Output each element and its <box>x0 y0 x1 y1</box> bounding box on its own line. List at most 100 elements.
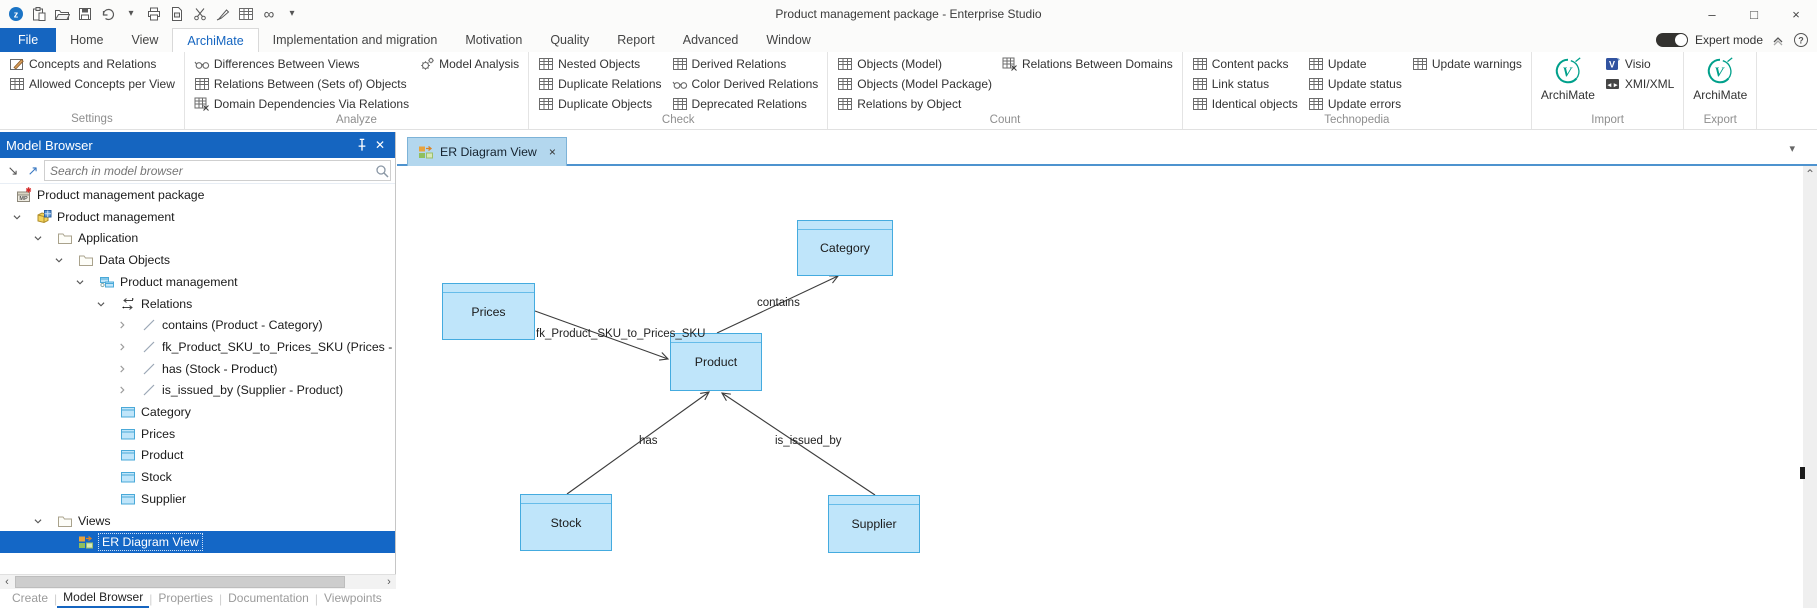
tree-item-stock[interactable]: Stock <box>0 466 395 488</box>
app-logo-button[interactable]: z <box>6 4 26 24</box>
update-button[interactable]: Update <box>1306 54 1404 74</box>
relations-between-domains-button[interactable]: Relations Between Domains <box>1000 54 1175 74</box>
ribbon-tab-advanced[interactable]: Advanced <box>682 33 739 47</box>
content-packs-button[interactable]: Content packs <box>1190 54 1300 74</box>
edge-contains[interactable] <box>716 275 840 334</box>
chevron-right-icon[interactable] <box>115 340 129 354</box>
tree-item-data-objects[interactable]: Data Objects <box>0 249 395 271</box>
vertical-scrollbar[interactable]: ⌃ <box>1800 166 1817 608</box>
entity-category[interactable]: Category <box>797 220 893 276</box>
derived-relations-button[interactable]: Derived Relations <box>670 54 821 74</box>
table-button[interactable] <box>236 4 256 24</box>
tree-item-product-management[interactable]: Product management <box>0 206 395 228</box>
maximize-button[interactable]: □ <box>1733 0 1775 28</box>
differences-between-views-button[interactable]: Differences Between Views <box>192 54 411 74</box>
tree-item-product[interactable]: Product <box>0 444 395 466</box>
panel-tab-documentation[interactable]: Documentation <box>228 591 309 605</box>
tree-item-product-management[interactable]: Product management <box>0 271 395 293</box>
document-tab[interactable]: ER Diagram View × <box>407 137 567 166</box>
ribbon-tab-archimate[interactable]: ArchiMate <box>172 28 259 52</box>
edge-is_issued_by[interactable] <box>720 392 876 496</box>
relations-by-object-button[interactable]: Relations by Object <box>835 94 994 114</box>
ribbon-tab-window[interactable]: Window <box>766 33 811 47</box>
chevron-right-icon[interactable] <box>115 362 129 376</box>
chevron-right-icon[interactable] <box>115 383 129 397</box>
tree-item-er-diagram-view[interactable]: ER Diagram View <box>0 531 395 553</box>
edge-fk[interactable] <box>534 310 670 361</box>
update-warnings-button[interactable]: Update warnings <box>1410 54 1524 74</box>
format-painter-button[interactable] <box>213 4 233 24</box>
infinity-button[interactable]: ∞ <box>259 4 279 24</box>
tree-item-product-management-package[interactable]: MP✱Product management package <box>0 184 395 206</box>
close-panel-icon[interactable]: ✕ <box>374 138 386 152</box>
tree-item-prices[interactable]: Prices <box>0 423 395 445</box>
edge-has[interactable] <box>566 391 710 495</box>
chevron-down-icon[interactable] <box>52 253 66 267</box>
close-tab-icon[interactable]: × <box>548 145 556 159</box>
tree-item-supplier[interactable]: Supplier <box>0 488 395 510</box>
print-button[interactable] <box>144 4 164 24</box>
pin-icon[interactable] <box>353 136 371 154</box>
tree-item-contains-product-category-[interactable]: contains (Product - Category) <box>0 314 395 336</box>
expert-mode-toggle[interactable] <box>1655 33 1688 47</box>
close-button[interactable]: × <box>1775 0 1817 28</box>
panel-tab-viewpoints[interactable]: Viewpoints <box>323 591 382 605</box>
toolbar-overflow-icon[interactable]: ▾ <box>282 4 302 24</box>
scroll-right-icon[interactable]: › <box>387 576 391 588</box>
allowed-concepts-per-view-button[interactable]: Allowed Concepts per View <box>7 74 177 94</box>
ribbon-tab-implementation-and-migration[interactable]: Implementation and migration <box>272 33 438 47</box>
search-icon[interactable] <box>374 163 390 179</box>
update-status-button[interactable]: Update status <box>1306 74 1404 94</box>
search-input[interactable] <box>45 163 374 178</box>
collapse-ribbon-icon[interactable] <box>1770 32 1786 48</box>
tree-item-is-issued-by-supplier-product-[interactable]: is_issued_by (Supplier - Product) <box>0 379 395 401</box>
tree-item-application[interactable]: Application <box>0 227 395 249</box>
horizontal-scrollbar[interactable]: ‹ › <box>0 574 396 589</box>
domain-dependencies-via-relations-button[interactable]: Domain Dependencies Via Relations <box>192 94 411 114</box>
entity-supplier[interactable]: Supplier <box>828 495 920 553</box>
nav-back-icon[interactable]: ↘ <box>7 162 19 178</box>
entity-product[interactable]: Product <box>670 333 762 391</box>
scroll-left-icon[interactable]: ‹ <box>5 576 9 588</box>
ribbon-tab-home[interactable]: Home <box>70 33 104 47</box>
help-icon[interactable]: ? <box>1793 32 1809 48</box>
nav-forward-icon[interactable]: ↗ <box>27 162 39 178</box>
concepts-and-relations-button[interactable]: Concepts and Relations <box>7 54 177 74</box>
xmi-xml-button[interactable]: ◄►XMI/XML <box>1603 74 1676 94</box>
entity-stock[interactable]: Stock <box>520 494 612 551</box>
chevron-down-icon[interactable] <box>31 514 45 528</box>
ribbon-tab-file[interactable]: File <box>0 28 57 52</box>
cut-button[interactable] <box>190 4 210 24</box>
chevron-down-icon[interactable] <box>94 297 108 311</box>
objects-model--button[interactable]: Objects (Model) <box>835 54 994 74</box>
chevron-down-icon[interactable] <box>10 210 24 224</box>
panel-tab-model-browser[interactable]: Model Browser <box>57 589 150 608</box>
chevron-down-icon[interactable] <box>73 275 87 289</box>
scrollbar-thumb[interactable] <box>15 576 345 588</box>
edge-label-has[interactable]: has <box>639 435 658 447</box>
panel-tab-create[interactable]: Create <box>12 591 49 605</box>
toolbar-overflow-icon[interactable]: ▾ <box>121 4 141 24</box>
tree-item-category[interactable]: Category <box>0 401 395 423</box>
deprecated-relations-button[interactable]: Deprecated Relations <box>670 94 821 114</box>
nested-objects-button[interactable]: Nested Objects <box>536 54 663 74</box>
objects-model-package--button[interactable]: Objects (Model Package) <box>835 74 994 94</box>
paste-button[interactable] <box>29 4 49 24</box>
edge-label-fk[interactable]: fk_Product_SKU_to_Prices_SKU <box>536 328 706 340</box>
relations-between-sets-of-objects-button[interactable]: Relations Between (Sets of) Objects <box>192 74 411 94</box>
tree-item-relations[interactable]: Relations <box>0 293 395 315</box>
ribbon-tab-quality[interactable]: Quality <box>550 33 590 47</box>
link-status-button[interactable]: Link status <box>1190 74 1300 94</box>
panel-tab-properties[interactable]: Properties <box>158 591 214 605</box>
duplicate-objects-button[interactable]: Duplicate Objects <box>536 94 663 114</box>
edge-label-contains[interactable]: contains <box>757 297 800 309</box>
ribbon-tab-view[interactable]: View <box>131 33 159 47</box>
undo-button[interactable] <box>98 4 118 24</box>
open-button[interactable] <box>52 4 72 24</box>
edge-label-is_issued_by[interactable]: is_issued_by <box>775 435 842 447</box>
chevron-right-icon[interactable] <box>115 318 129 332</box>
